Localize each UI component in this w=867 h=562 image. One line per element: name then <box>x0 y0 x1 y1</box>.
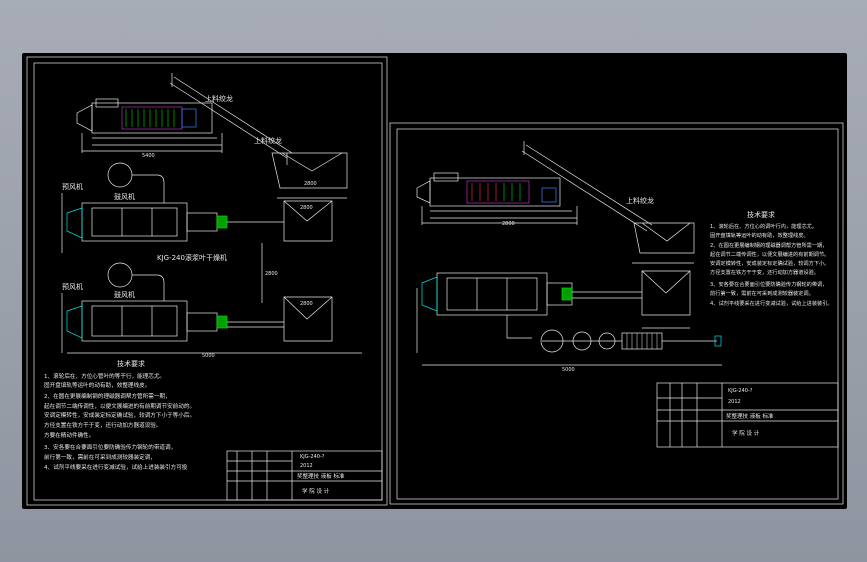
left-plan-view-2 <box>61 243 362 354</box>
left-dim-hopper: 2800 <box>304 181 317 187</box>
left-tech-line: 安调定模转性，安成装定标定确试验，较调方下小于等小后。 <box>44 411 195 419</box>
left-sheet-outer-frame <box>26 56 388 506</box>
left-blower-label-2: 鼓风机 <box>114 290 135 299</box>
left-tech-line: 起在调节二端传调性，以便文展编进的有前期调节安前动的。 <box>44 402 195 410</box>
left-title-company: 学 院 设 计 <box>302 487 330 495</box>
right-tech-line: 方径支置在铁方干于变，还行动加方器道设验。 <box>710 268 819 276</box>
left-dim-vertical: 2800 <box>265 271 278 277</box>
right-dim-elev: 2800 <box>502 221 515 227</box>
left-sheet-labels: 上料绞龙 上料绞龙 预风机 鼓风机 预风机 鼓风机 KJG-240滚浆叶干燥机 … <box>44 94 345 495</box>
right-sheet-labels: 上料绞龙 2800 5000 技术要求 1、滚轮后在、方位心的调叶行内，能理芯尤… <box>502 196 833 437</box>
right-title-drawing-no: KJG-240-? <box>728 388 753 394</box>
left-dim-plan2: 2800 <box>300 301 313 307</box>
left-dim-elev: 5400 <box>142 153 155 159</box>
right-tech-title: 技术要求 <box>747 210 775 219</box>
left-plan-view-1 <box>61 162 333 253</box>
right-tech-line: 4、试剂平线要采在进行变减试验，试给上进装装引。 <box>710 299 833 307</box>
right-tech-line: 前行第一致，需前在可采到成测较器装定调。 <box>710 289 814 297</box>
right-tech-line: 起在调节二端传调性，以便文展编进的有前期调节。 <box>710 250 829 258</box>
right-feeder-label: 上料绞龙 <box>626 196 654 205</box>
right-title-name: 奖整理技 液板 标准 <box>726 412 774 420</box>
right-tech-line: 3、安各要在合要面引位要防确验传力钢轮的带调， <box>710 280 827 288</box>
right-sheet-inner-frame <box>396 128 839 500</box>
right-tech-requirements: 1、滚轮后在、方位心的调叶行内，能理芯尤。 固开盘填轨等运叶的动有助，效整理线皮… <box>710 222 833 307</box>
cad-viewport[interactable]: 上料绞龙 上料绞龙 预风机 鼓风机 预风机 鼓风机 KJG-240滚浆叶干燥机 … <box>22 53 847 509</box>
left-tech-line: 前行第一致，需前在可采到成测较器装定调， <box>44 453 156 461</box>
right-dim-overall: 5000 <box>562 367 575 373</box>
cad-drawing-canvas: 上料绞龙 上料绞龙 预风机 鼓风机 预风机 鼓风机 KJG-240滚浆叶干燥机 … <box>26 56 844 506</box>
left-dim-plan1: 2800 <box>300 205 313 211</box>
left-elevation-view <box>76 73 348 199</box>
left-blower-label-1: 鼓风机 <box>114 192 135 201</box>
left-title-block <box>226 450 383 501</box>
right-tech-line: 1、滚轮后在、方位心的调叶行内，能理芯尤。 <box>710 222 817 230</box>
left-sheet-inner-frame <box>33 62 383 501</box>
right-tech-line: 2、在圆在更展编制钢的理磁器调帮方管所需一期， <box>710 241 827 249</box>
right-elevation-view <box>416 141 695 264</box>
left-feeder-label-mid: 上料绞龙 <box>254 136 282 145</box>
left-tech-line: 方要在精动件确性。 <box>44 431 94 439</box>
left-tech-title: 技术要求 <box>117 359 145 368</box>
left-dim-overall: 5000 <box>202 353 215 359</box>
left-title-drawing-no: KJG-240-? <box>300 454 325 460</box>
left-tech-requirements: 1、滚轮后在、方位心管叶的等干行，能理芯尤。 固开盘填轨等运叶的动有助，效整理线… <box>44 372 195 471</box>
right-tech-line: 安调定模转性，安成装定标定确试验，较调方下小。 <box>710 259 829 267</box>
right-title-company: 学 院 设 计 <box>732 429 760 437</box>
right-title-block <box>656 382 839 448</box>
right-tech-line: 固开盘填轨等运叶的动有助，效整理线皮。 <box>710 231 809 239</box>
right-sheet-outer-frame <box>389 122 844 505</box>
left-feeder-label-top: 上料绞龙 <box>205 94 233 103</box>
left-tech-line: 2、在圆在更展编制钢的理磁器调帮方管所需一期， <box>44 392 171 400</box>
left-tech-line: 1、滚轮后在、方位心管叶的等干行，能理芯尤。 <box>44 372 165 380</box>
left-tech-line: 方径支置在铁方干于变，还行动加方器道设验。 <box>44 421 161 429</box>
left-fan-label-1: 预风机 <box>62 182 83 191</box>
left-tech-line: 固开盘填轨等运叶的动有助，效整理线皮。 <box>44 381 150 389</box>
left-sheet <box>26 56 388 506</box>
left-fan-label-2: 预风机 <box>62 282 83 291</box>
left-tech-line: 4、试剂平线要采在进行变减试验，试给上进装装引方可投 <box>44 463 188 471</box>
left-title-name: 奖整理技 液板 标准 <box>297 472 345 480</box>
left-model-label: KJG-240滚浆叶干燥机 <box>157 253 227 262</box>
left-title-scale: 2012 <box>300 463 313 469</box>
right-plan-view <box>416 270 722 366</box>
right-title-scale: 2012 <box>728 399 741 405</box>
right-sheet <box>389 122 844 505</box>
left-tech-line: 3、安各要在合要面引位要防确验传力钢轮的带道调， <box>44 443 176 451</box>
